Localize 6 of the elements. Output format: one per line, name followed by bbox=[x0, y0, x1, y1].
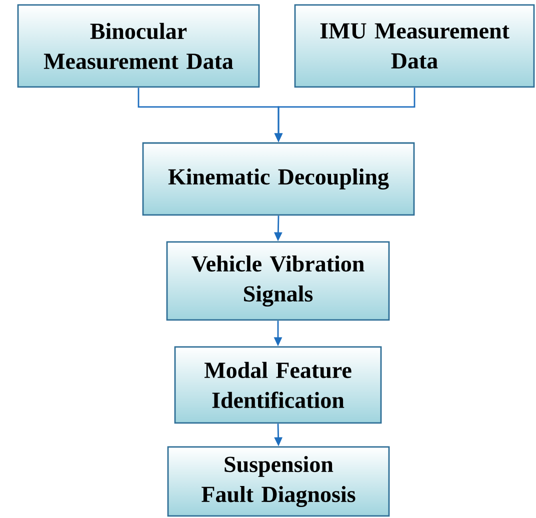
process-box: Suspension Fault Diagnosis bbox=[167, 446, 390, 517]
process-box: Kinematic Decoupling bbox=[142, 142, 415, 216]
process-box: Binocular Measurement Data bbox=[17, 4, 260, 88]
process-box: Modal Feature Identification bbox=[174, 346, 382, 424]
process-box: Vehicle Vibration Signals bbox=[166, 241, 390, 321]
process-box: IMU Measurement Data bbox=[294, 4, 535, 88]
